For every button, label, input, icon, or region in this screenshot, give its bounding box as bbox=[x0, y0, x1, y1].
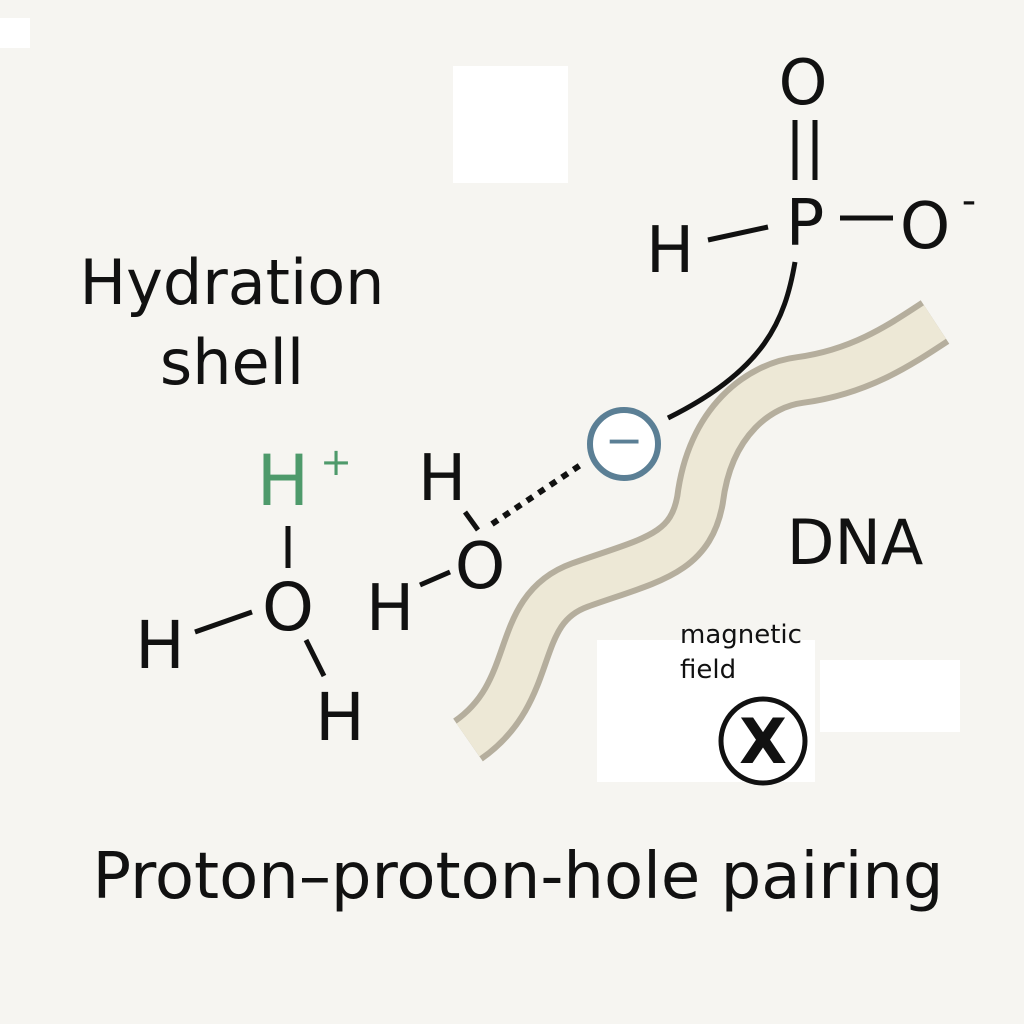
hydronium-h-o-bond-left bbox=[194, 609, 253, 635]
phosphate-h-p-bond bbox=[707, 224, 769, 243]
hydronium-bottom-hydrogen: H bbox=[315, 679, 365, 756]
magnetic-field-label-line2: field bbox=[680, 655, 736, 685]
phosphate-negative-charge: - bbox=[962, 178, 976, 224]
phosphate-group: O P H O - bbox=[646, 46, 976, 421]
water-h-o-bond-left bbox=[419, 569, 451, 588]
hydronium-left-hydrogen: H bbox=[135, 607, 185, 684]
negative-charge-marker: − bbox=[587, 407, 661, 481]
field-symbol-circle bbox=[718, 696, 808, 786]
phosphate-hydrogen: H bbox=[646, 214, 694, 288]
hydronium-oxygen: O bbox=[262, 569, 314, 646]
water-h-o-bond-top bbox=[462, 510, 481, 532]
dna-strand bbox=[452, 300, 950, 762]
white-patch-corner bbox=[0, 18, 30, 48]
diagram-caption: Proton–proton-hole pairing bbox=[92, 840, 943, 914]
dna-label: DNA bbox=[787, 506, 924, 579]
hydrogen-bond-dotted bbox=[490, 461, 584, 527]
magnetic-field-label-line1: magnetic bbox=[680, 620, 802, 650]
phosphate-backbone-link bbox=[666, 261, 798, 421]
proton-plus-sign: + bbox=[320, 440, 352, 484]
phosphorus-atom: P bbox=[786, 187, 825, 261]
charge-circle bbox=[587, 407, 661, 481]
hydration-shell-label-line1: Hydration bbox=[80, 246, 385, 319]
charge-minus-sign: − bbox=[605, 413, 644, 467]
hydration-shell-label-line2: shell bbox=[160, 326, 304, 399]
field-symbol-x: X bbox=[739, 705, 787, 778]
proton-h: H bbox=[257, 440, 310, 522]
magnetic-field-into-page-icon: X bbox=[718, 696, 808, 786]
white-patch-right bbox=[820, 660, 960, 732]
hydronium-h-o-bond-bottom bbox=[303, 638, 327, 678]
phosphate-top-oxygen: O bbox=[779, 46, 828, 119]
dna-strand-fill bbox=[455, 305, 946, 757]
phosphate-right-oxygen: O bbox=[900, 190, 950, 264]
white-patch-top bbox=[453, 66, 568, 183]
water-top-hydrogen: H bbox=[418, 442, 466, 516]
water-molecule: H O H bbox=[366, 442, 505, 646]
hydronium-group: H + O H H bbox=[135, 440, 365, 756]
water-oxygen: O bbox=[455, 530, 505, 604]
water-left-hydrogen: H bbox=[366, 572, 414, 646]
